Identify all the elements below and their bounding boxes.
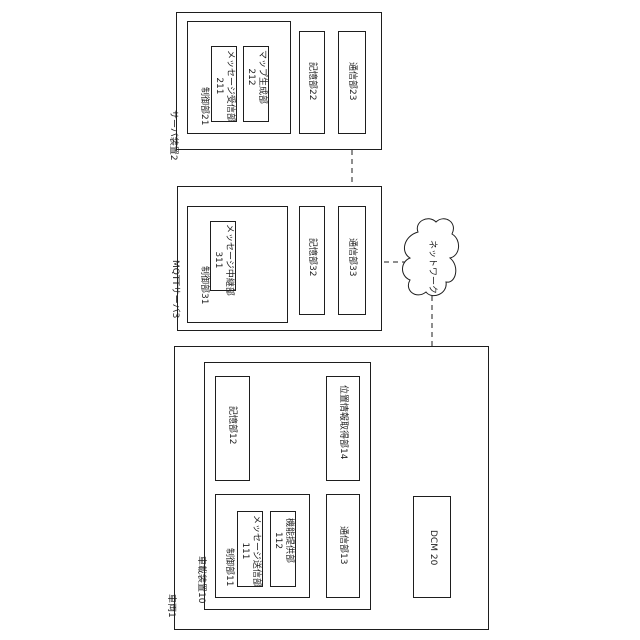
message-sending-unit-name: メッセージ送信部 (250, 515, 261, 587)
mqtt-communication-unit-label: 通信部33 (346, 238, 357, 276)
network-label: ネットワーク (426, 240, 437, 294)
message-relay-unit-label: メッセージ中継部 311 (212, 224, 234, 296)
function-providing-unit-number: 112 (272, 518, 283, 563)
server-storage-unit-label: 記憶部22 (306, 62, 317, 100)
vehicle-control-unit-label: 制御部11 (223, 548, 234, 586)
mqtt-control-unit-box (187, 206, 288, 323)
map-generation-unit-label: マップ生成部 212 (245, 50, 267, 104)
message-receiving-unit-number: 211 (213, 50, 224, 122)
mqtt-server-label: MQTTサーバ3 (169, 260, 180, 318)
vehicle-storage-unit-label: 記憶部12 (226, 406, 237, 444)
message-receiving-unit-name: メッセージ受信部 (224, 50, 235, 122)
server-device-label: サーバ装置2 (167, 110, 178, 161)
vehicle-label: 車両1 (165, 594, 176, 618)
mqtt-control-unit-label: 制御部31 (198, 266, 209, 304)
message-relay-unit-name: メッセージ中継部 (223, 224, 234, 296)
map-generation-unit-name: マップ生成部 (256, 50, 267, 104)
server-control-unit-label: 制御部21 (198, 87, 209, 125)
message-relay-unit-number: 311 (212, 224, 223, 296)
server-communication-unit-label: 通信部23 (346, 62, 357, 100)
onboard-device-label: 車載装置10 (195, 556, 206, 603)
mqtt-storage-unit-label: 記憶部32 (306, 238, 317, 276)
message-sending-unit-number: 111 (239, 515, 250, 587)
dcm-label: DCM 20 (427, 530, 438, 565)
function-providing-unit-label: 機能提供部 112 (272, 518, 294, 563)
message-receiving-unit-label: メッセージ受信部 211 (213, 50, 235, 122)
vehicle-communication-unit-label: 通信部13 (337, 526, 348, 564)
function-providing-unit-name: 機能提供部 (283, 518, 294, 563)
message-sending-unit-label: メッセージ送信部 111 (239, 515, 261, 587)
map-generation-unit-number: 212 (245, 50, 256, 104)
position-info-acquisition-unit-label: 位置情報取得部14 (337, 385, 348, 459)
